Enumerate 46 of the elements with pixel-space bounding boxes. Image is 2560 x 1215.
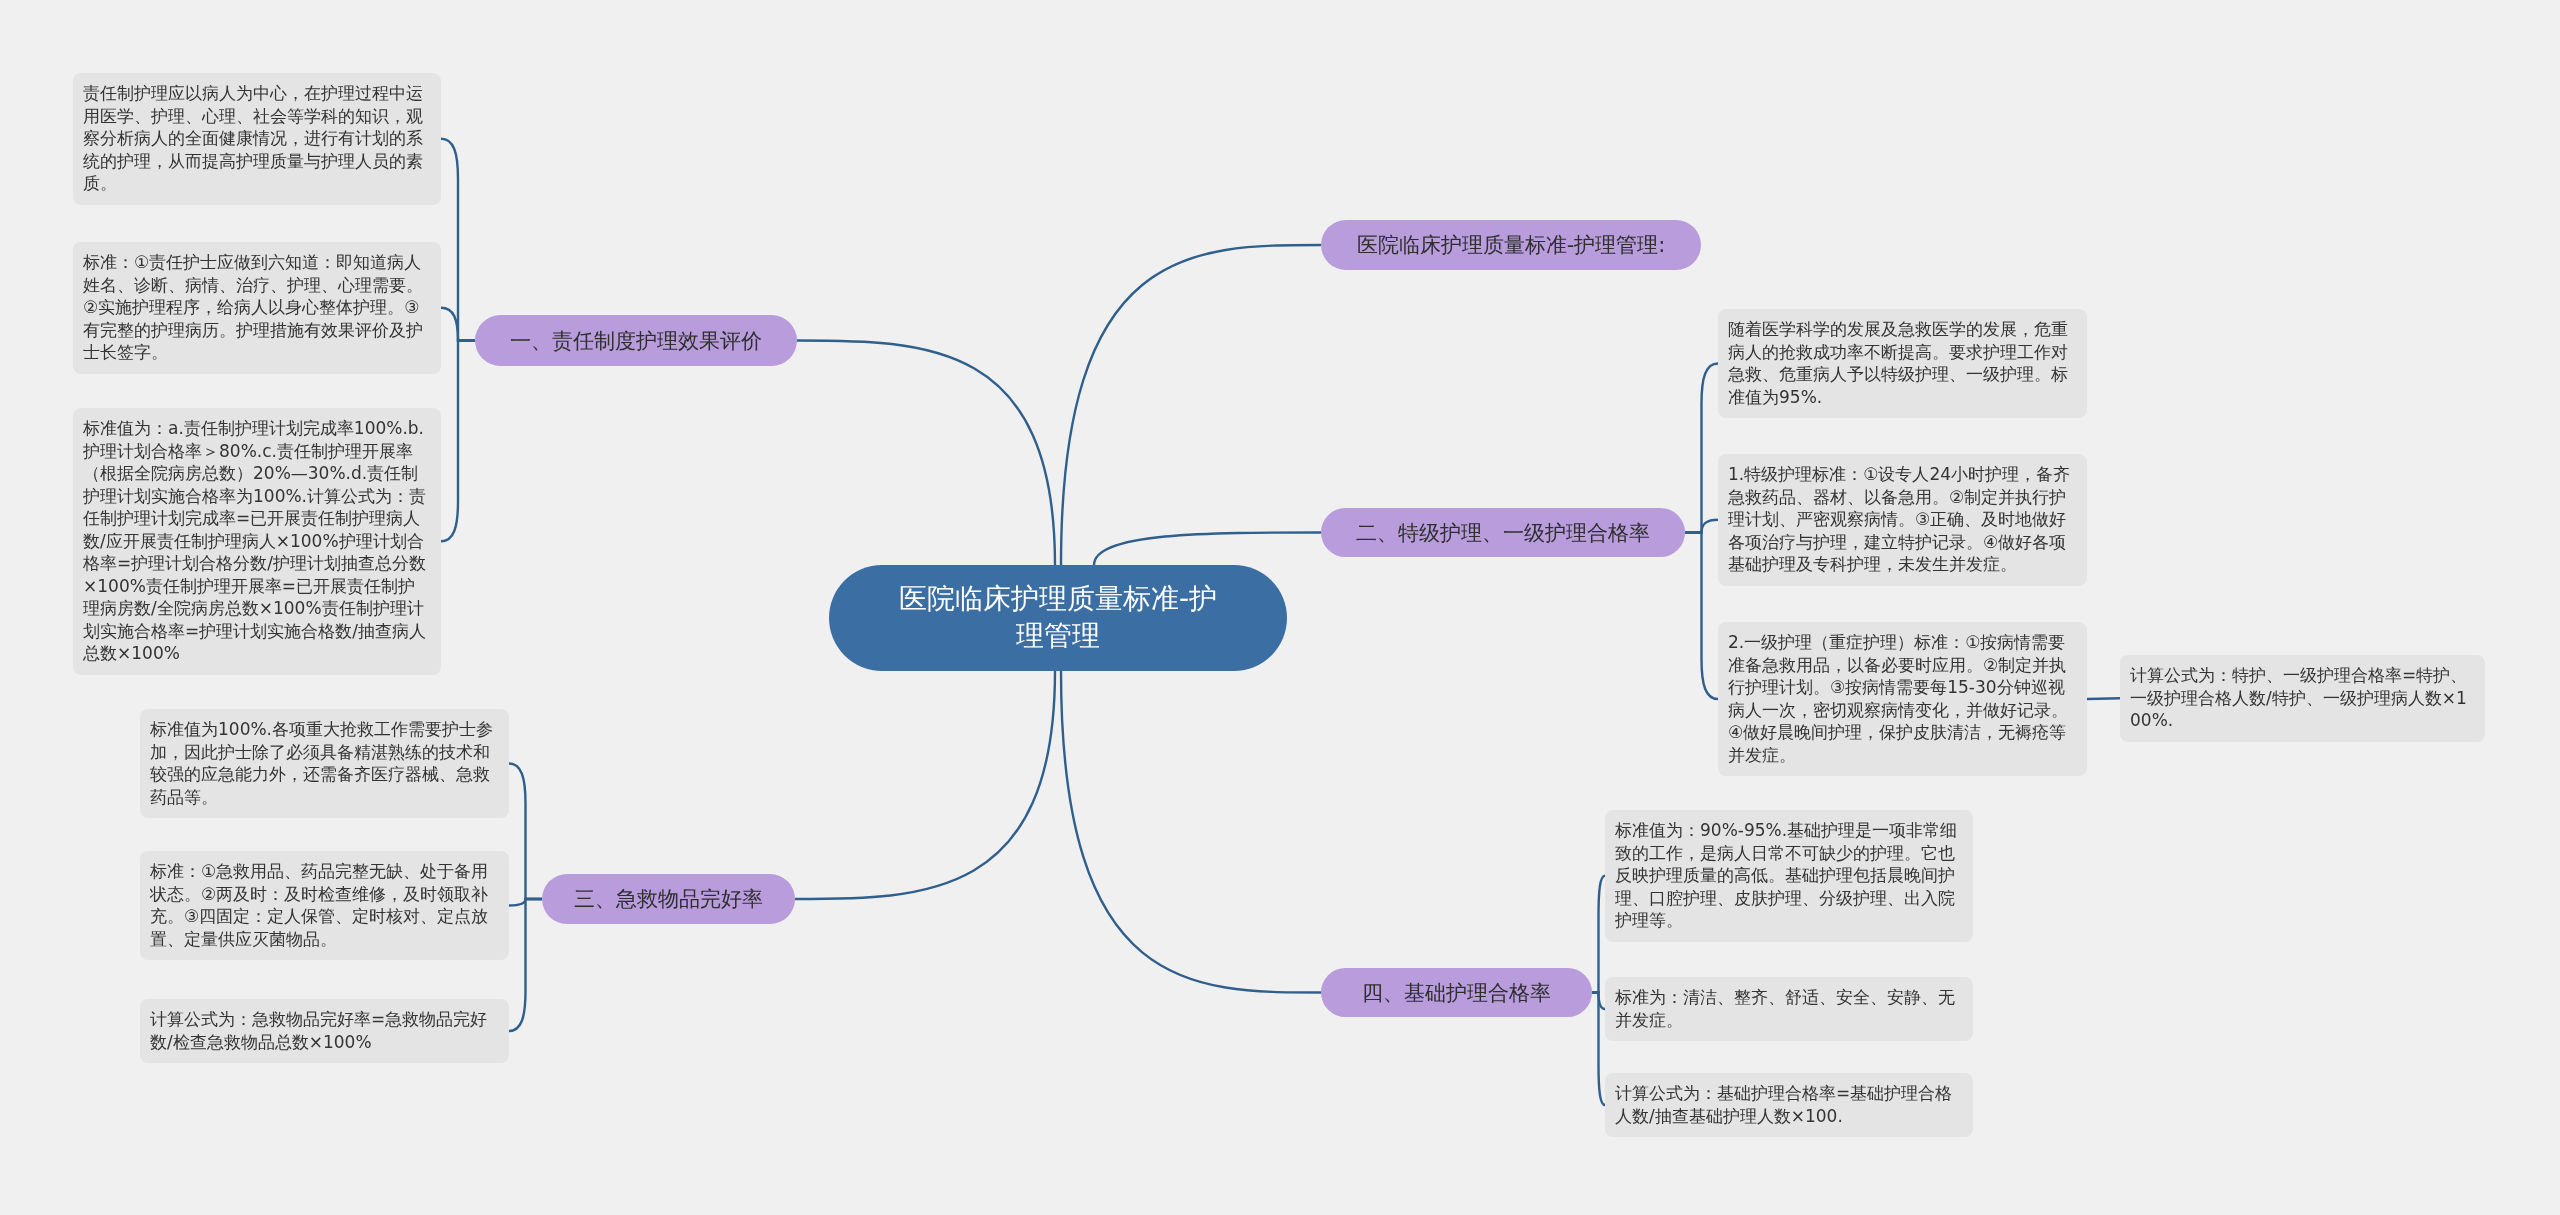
- branch-topic-text: 医院临床护理质量标准-护理管理:: [1356, 232, 1666, 259]
- connector-line: [2086, 697, 2121, 701]
- note-text: 2.一级护理（重症护理）标准：①按病情需要准备急救用品，以备必要时应用。②制定并执行护理计划。③按病情需要每15-30分钟巡视病人一次，密切观察病情变化，并做好记录。④做好晨晚间护理，保护皮肤清洁，无褥疮等并发症。: [1728, 631, 2069, 766]
- note-card: [1718, 309, 2087, 418]
- connector-line: [797, 339, 1057, 566]
- branch-topic-text: 四、基础护理合格率: [1362, 979, 1551, 1007]
- note-text: 1.特级护理标准：①设专人24小时护理，备齐急救药品、器材、以备急用。②制定并执行护理计划、严密观察病情。③正确、及时地做好各项治疗与护理，建立特护记录。④做好各项基础护理及专科护理，未发生并发症。: [1728, 463, 2072, 576]
- branch-topic-text: 一、责任制度护理效果评价: [510, 327, 762, 355]
- note-card: [2120, 655, 2485, 742]
- connector-line: [1592, 991, 1606, 1106]
- note-text: 标准为：清洁、整齐、舒适、安全、安静、无并发症。: [1615, 986, 1956, 1031]
- note-text: 计算公式为：基础护理合格率=基础护理合格人数/抽查基础护理人数×100.: [1615, 1082, 1954, 1127]
- note-card: [73, 242, 441, 374]
- note-card: [1605, 977, 1973, 1041]
- note-text: 计算公式为：急救物品完好率=急救物品完好数/检查急救物品总数×100%: [150, 1008, 489, 1053]
- note-card: [140, 709, 509, 818]
- branch-topic-text: 二、特级护理、一级护理合格率: [1356, 519, 1650, 547]
- branch-topic: [1321, 968, 1592, 1017]
- note-text: 标准：①责任护士应做到六知道：即知道病人姓名、诊断、病情、治疗、护理、心理需要。②实施护理程序，给病人以身心整体护理。③有完整的护理病历。护理措施有效果评价及护士长签字。: [83, 251, 424, 364]
- note-card: [1718, 622, 2087, 776]
- note-card: [140, 851, 509, 960]
- branch-topic: [1321, 508, 1685, 557]
- connector-line: [508, 897, 542, 1033]
- note-text: 标准值为：90%-95%.基础护理是一项非常细致的工作，是病人日常不可缺少的护理。它也反映护理质量的高低。基础护理包括晨晚间护理、口腔护理、皮肤护理、分级护理、出入院护理等。: [1615, 819, 1959, 932]
- branch-topic: [475, 315, 797, 366]
- note-card: [140, 999, 509, 1063]
- note-text: 计算公式为：特护、一级护理合格率=特护、一级护理合格人数/特护、一级护理病人数×100%.: [2130, 664, 2469, 732]
- branch-topic: [1321, 220, 1701, 270]
- note-card: [1605, 810, 1973, 942]
- central-topic-text: 医院临床护理质量标准-护理管理: [897, 581, 1219, 654]
- note-card: [1718, 454, 2087, 586]
- note-card: [1605, 1073, 1973, 1137]
- connector-line: [795, 670, 1057, 901]
- connector-line: [440, 339, 475, 543]
- note-text: 标准：①急救用品、药品完整无缺、处于备用状态。②两及时：及时检查维修，及时领取补充。③四固定：定人保管、定时核对、定点放置、定量供应灭菌物品。: [150, 860, 490, 950]
- note-text: 标准值为100%.各项重大抢救工作需要护士参加，因此护士除了必须具备精湛熟练的技术和较强的应急能力外，还需备齐医疗器械、急救药品等。: [150, 718, 494, 808]
- branch-topic-text: 三、急救物品完好率: [574, 886, 763, 913]
- connector-line: [1059, 243, 1321, 566]
- branch-topic: [542, 874, 795, 924]
- connector-line: [1092, 531, 1321, 566]
- note-text: 随着医学科学的发展及急救医学的发展，危重病人的抢救成功率不断提高。要求护理工作对急救、危重病人予以特级护理、一级护理。标准值为95%.: [1728, 318, 2069, 408]
- connector-line: [1685, 531, 1719, 701]
- note-card: [73, 73, 441, 205]
- note-text: 标准值为：a.责任制护理计划完成率100%.b.护理计划合格率＞80%.c.责任制护理开展率（根据全院病房总数）20%—30%.d.责任制护理计划实施合格率为100%.计算公式为：责任制护理计划完成率=已开展责任制护理病人数/应开展责任制护理病人×100%护理计划合格率=护理计划合格分数/护理计划抽查总分数×100%责任制护理开展率=已开展责任制护理病房数/全院病房总数×100%责任制护理计划实施合格率=护理计划实施合格数/抽查病人总数×100%: [83, 417, 427, 665]
- connector-line: [1059, 670, 1321, 994]
- note-text: 责任制护理应以病人为中心，在护理过程中运用医学、护理、心理、社会等学科的知识，观察分析病人的全面健康情况，进行有计划的系统的护理，从而提高护理质量与护理人员的素质。: [83, 82, 424, 195]
